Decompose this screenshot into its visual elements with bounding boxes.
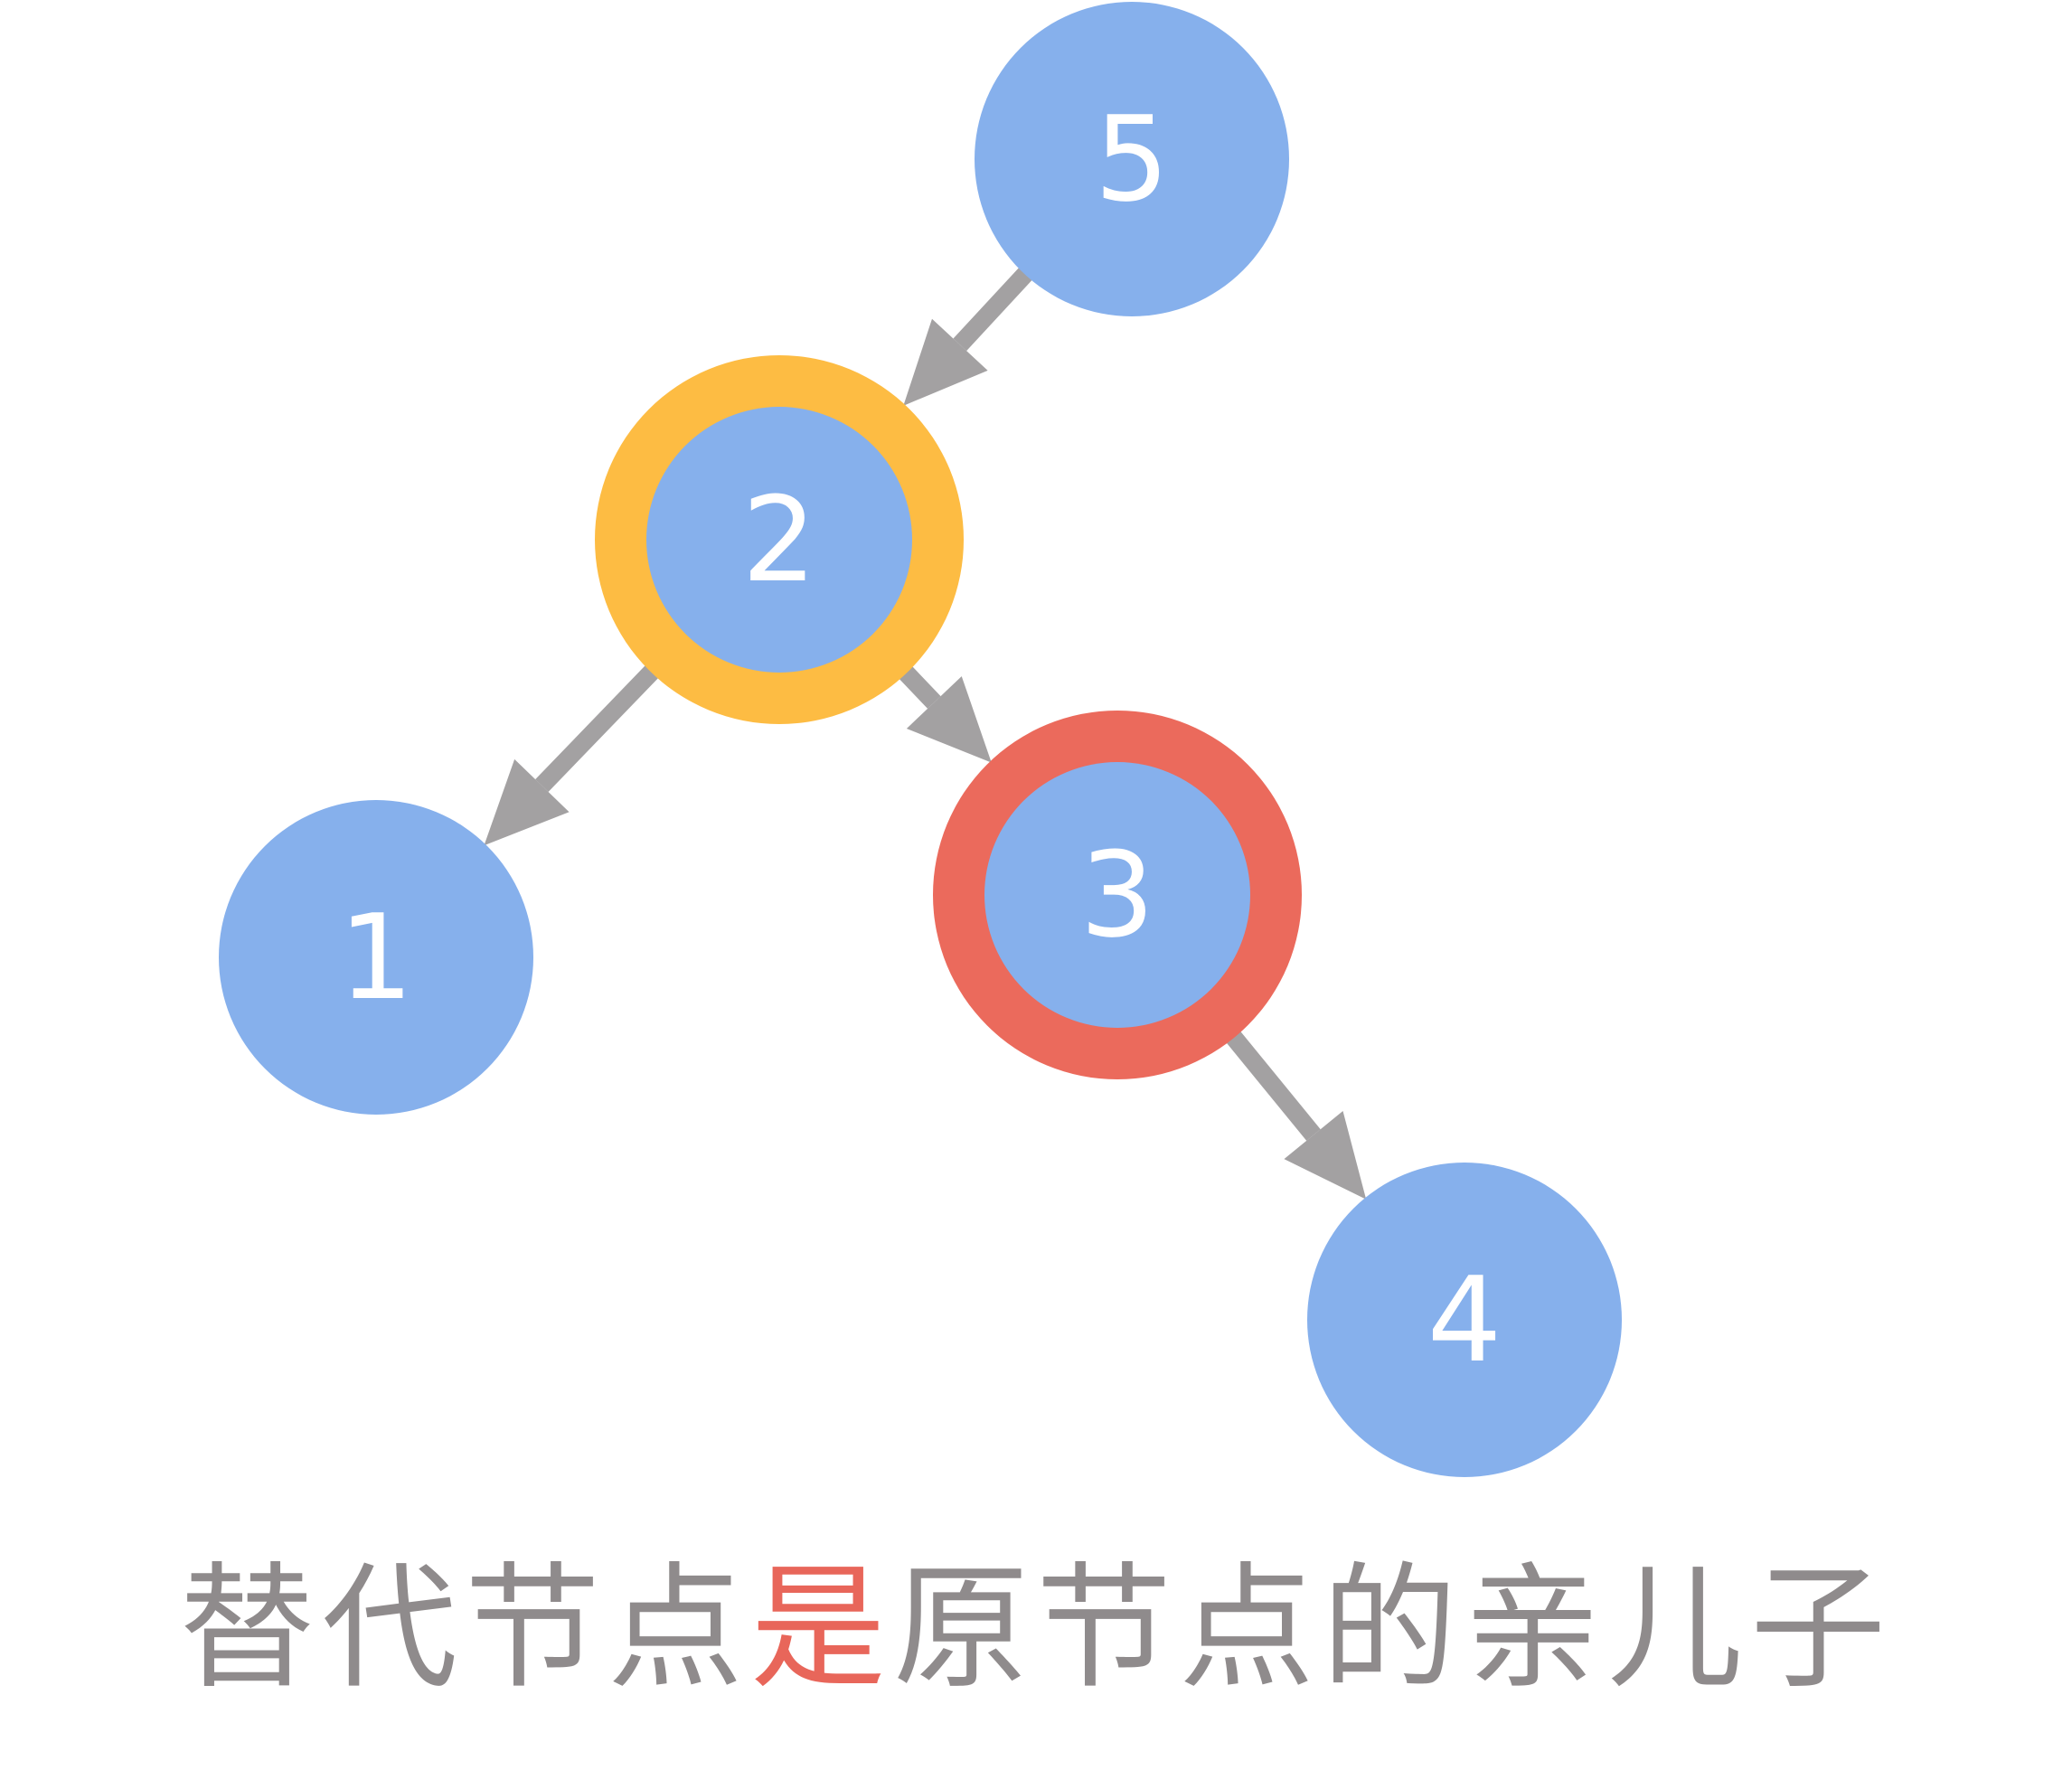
node-circle	[984, 762, 1250, 1028]
node-circle	[646, 407, 912, 673]
nodes-layer: 5 2 1 3 4	[219, 2, 1622, 1477]
edges-layer	[484, 248, 1367, 1200]
node-circle	[975, 2, 1289, 316]
tree-node-5: 5	[975, 2, 1289, 316]
caption-after: 原节点的亲儿子	[893, 1550, 1894, 1708]
arrowhead	[484, 758, 570, 846]
node-label: 5	[1095, 90, 1170, 228]
node-circle	[219, 800, 533, 1115]
node-label: 2	[742, 471, 817, 608]
tree-node-3: 3	[933, 711, 1302, 1079]
arrowhead	[906, 676, 992, 763]
node-label: 1	[339, 889, 414, 1026]
tree-node-2: 2	[595, 355, 964, 724]
node-label: 3	[1080, 826, 1155, 964]
arrowhead	[903, 318, 988, 406]
caption-before: 替代节点	[178, 1550, 750, 1708]
tree-node-4: 4	[1307, 1163, 1622, 1477]
caption-highlight: 是	[749, 1550, 893, 1708]
node-circle	[1307, 1163, 1622, 1477]
edge-shaft	[535, 646, 677, 793]
caption: 替代节点是原节点的亲儿子	[0, 1519, 2072, 1715]
arrowhead	[1284, 1110, 1367, 1200]
edge-2-1	[484, 646, 677, 846]
tree-node-1: 1	[219, 800, 533, 1115]
edge-shaft	[1210, 1011, 1321, 1141]
edge-3-4	[1210, 1011, 1367, 1200]
node-label: 4	[1427, 1251, 1502, 1389]
